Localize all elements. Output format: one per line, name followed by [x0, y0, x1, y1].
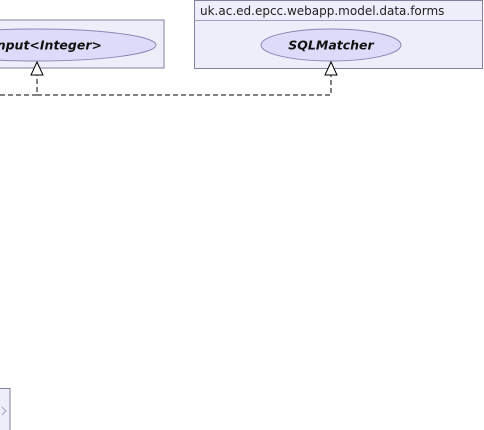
- interface-input-integer[interactable]: Input<Integer>: [0, 28, 157, 62]
- interface-sqlmatcher-label: SQLMatcher: [288, 38, 374, 53]
- package-forms-name: uk.ac.ed.epcc.webapp.model.data.forms: [200, 4, 444, 18]
- partial-node-glyph: [1, 406, 7, 416]
- edge-to-sqlmatcher: [37, 75, 332, 96]
- package-forms: uk.ac.ed.epcc.webapp.model.data.forms SQ…: [194, 0, 483, 69]
- partial-node-frame: [0, 388, 11, 430]
- interface-input-integer-label: Input<Integer>: [0, 38, 102, 53]
- package-left: Input<Integer>: [0, 19, 165, 69]
- interface-sqlmatcher[interactable]: SQLMatcher: [260, 28, 402, 62]
- arrowhead-input-integer: [30, 60, 44, 76]
- realization-edges: [0, 60, 338, 96]
- arrowhead-sqlmatcher: [324, 60, 338, 76]
- partial-node-bottom-left: [0, 388, 11, 430]
- edge-to-input-integer: [0, 75, 38, 96]
